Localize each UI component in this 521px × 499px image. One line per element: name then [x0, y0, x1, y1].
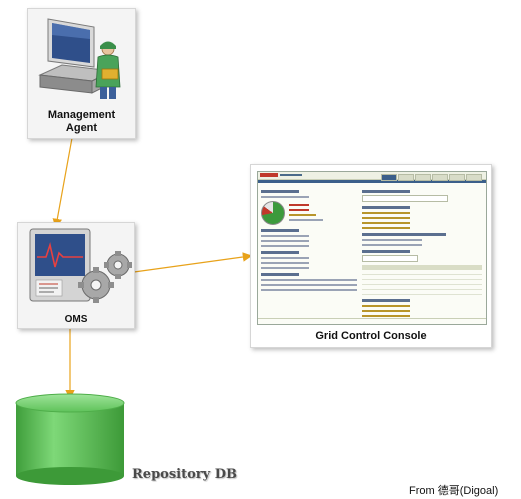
console-tabs — [381, 174, 482, 181]
repository-db-cylinder-icon — [15, 393, 125, 485]
arrow-oms-to-console — [133, 252, 253, 273]
console-footer — [258, 318, 486, 322]
oms-monitor-gears-icon — [29, 228, 132, 303]
agent-label: Management Agent — [28, 109, 135, 135]
agent-label-line2: Agent — [65, 122, 98, 134]
console-left-pane — [261, 186, 357, 294]
grid-control-console-node: Grid Control Console — [250, 164, 492, 348]
arrow-agent-to-oms — [52, 137, 73, 229]
console-screenshot-thumbnail — [257, 171, 487, 325]
status-pie-chart — [261, 201, 285, 225]
repository-db-label: Repository DB — [132, 467, 237, 482]
console-nav-bar — [258, 180, 486, 183]
agent-label-line1: Management — [47, 109, 116, 121]
management-agent-node: Management Agent — [27, 8, 136, 139]
product-title-bar — [280, 174, 302, 176]
oracle-logo — [260, 173, 278, 177]
console-label: Grid Control Console — [315, 330, 427, 342]
console-header-bar — [258, 172, 486, 181]
oms-label: OMS — [64, 314, 88, 325]
author-credit: From 德哥(Digoal) — [409, 485, 499, 497]
agent-workstation-icon — [38, 18, 121, 99]
console-right-pane — [362, 186, 482, 320]
oms-node: OMS — [17, 222, 135, 329]
